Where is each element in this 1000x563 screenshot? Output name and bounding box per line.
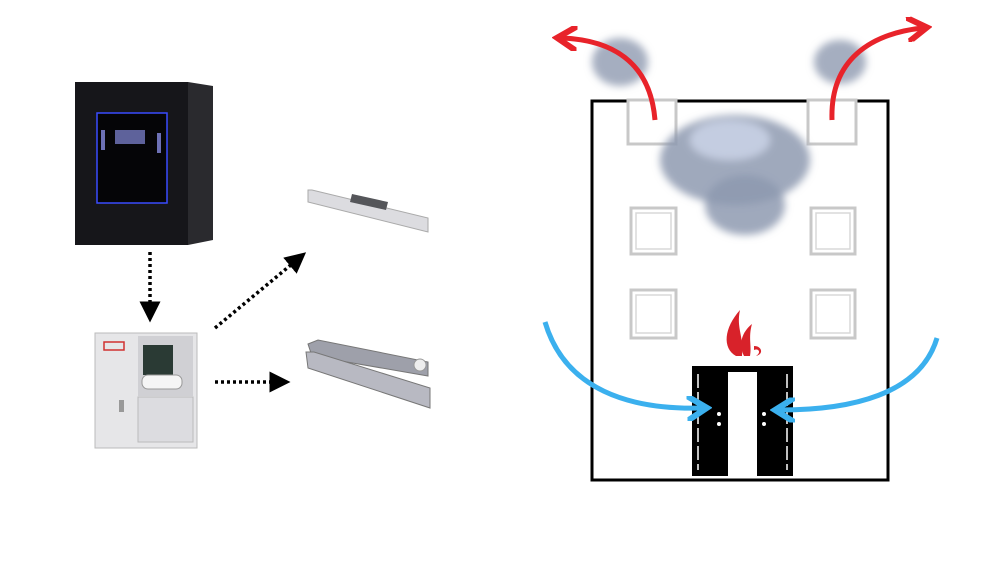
smoke-cloud-icon (592, 38, 866, 235)
fresh-air-arrow-left (542, 321, 702, 408)
connector-arrow-cabinet-to-chain-actuator (213, 252, 307, 330)
double-door-icon (692, 366, 793, 476)
building-icon (590, 98, 890, 482)
power-supply-cabinet-icon (94, 332, 198, 449)
smoke-exhaust-arrow-left (562, 38, 658, 121)
chain-actuator-icon (307, 189, 429, 233)
control-panel-icon (75, 82, 213, 245)
window (626, 98, 858, 340)
arm-actuator-icon (305, 339, 431, 409)
smoke-exhaust-arrow-right (829, 28, 922, 121)
fresh-air-arrow-right (780, 337, 940, 410)
flame-icon (726, 310, 762, 356)
